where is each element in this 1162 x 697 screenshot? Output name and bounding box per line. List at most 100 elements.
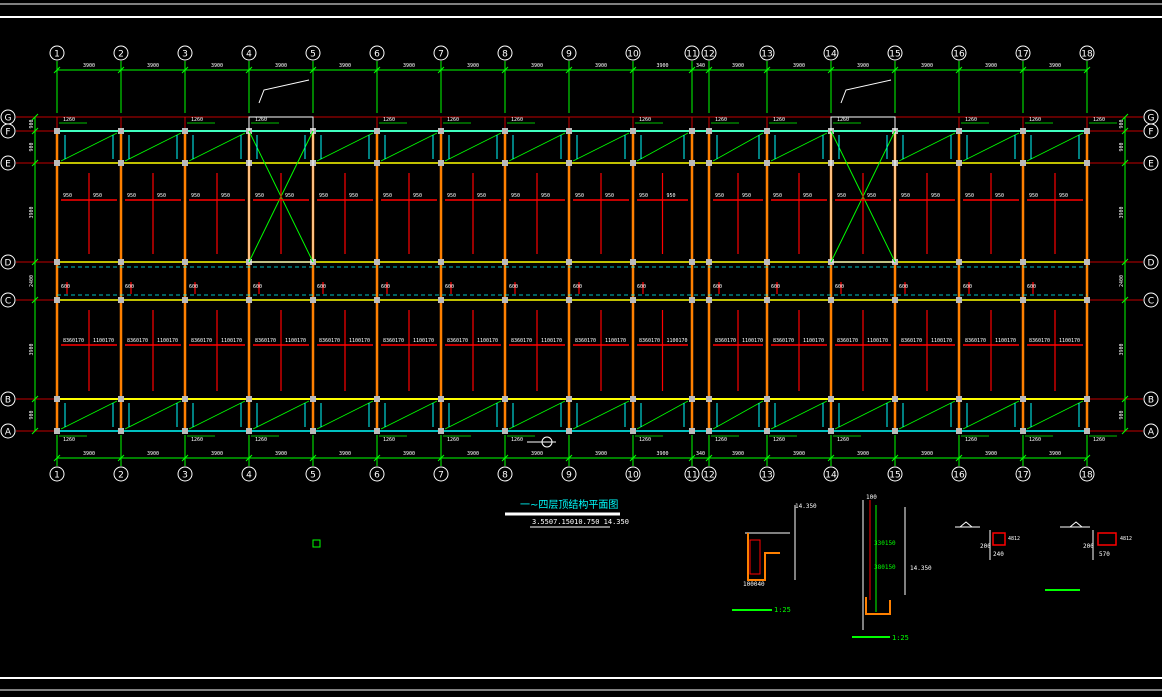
column-bubble	[433, 466, 449, 482]
row-label: G	[5, 114, 12, 124]
row-label: B	[1148, 396, 1154, 406]
dim-tick	[309, 66, 317, 74]
column-post	[54, 396, 60, 402]
span-dim: 3900	[921, 451, 933, 457]
column-post	[764, 428, 770, 434]
balcony-hatch	[60, 132, 118, 162]
span-dim: 3900	[339, 451, 351, 457]
column-post	[1020, 160, 1026, 166]
column-post	[764, 259, 770, 265]
balcony-dim: 1260	[63, 117, 75, 123]
column-post	[764, 128, 770, 134]
span-dim: 340	[696, 451, 705, 457]
column-post	[438, 396, 444, 402]
column-post	[956, 259, 962, 265]
dim-tick	[688, 454, 696, 462]
dim-tick	[373, 66, 381, 74]
column-post	[1020, 297, 1026, 303]
column-label: 2	[118, 471, 124, 481]
column-label: 17	[1017, 471, 1028, 481]
dim-tick	[245, 66, 253, 74]
column-post	[118, 428, 124, 434]
span-dim: 3900	[467, 63, 479, 69]
column-post	[956, 297, 962, 303]
column-post	[566, 259, 572, 265]
column-post	[1020, 259, 1026, 265]
column-post	[706, 396, 712, 402]
slab-label: 1100170	[931, 338, 952, 344]
column-bubble	[701, 45, 717, 61]
dim-tick	[1083, 454, 1091, 462]
column-bubble	[305, 466, 321, 482]
span-dim: 3900	[1049, 451, 1061, 457]
column-post	[438, 128, 444, 134]
slab-label: 950	[931, 193, 940, 199]
span-dim: 3900	[211, 451, 223, 457]
span-dim: 3900	[211, 63, 223, 69]
dim-tick	[1121, 258, 1129, 266]
column-bubble	[625, 45, 641, 61]
row-label: C	[1148, 297, 1154, 307]
slab-label: 950	[995, 193, 1004, 199]
slab-label: 950	[541, 193, 550, 199]
slab-label: 950	[803, 193, 812, 199]
slab-label: 8360170	[511, 338, 532, 344]
slab-label: 1100170	[285, 338, 306, 344]
column-post	[374, 428, 380, 434]
balcony-hatch	[444, 132, 502, 162]
dim-tick	[1121, 395, 1129, 403]
row-bubble	[0, 254, 16, 270]
balcony-hatch	[124, 132, 182, 162]
row-label: G	[1148, 114, 1155, 124]
balcony-hatch	[60, 400, 118, 430]
column-bubble	[49, 45, 65, 61]
balcony-hatch	[636, 400, 689, 430]
span-dim: 3900	[985, 451, 997, 457]
span-dim: 3900	[403, 451, 415, 457]
column-bubble	[1079, 45, 1095, 61]
column-post	[54, 259, 60, 265]
column-post	[374, 297, 380, 303]
column-bubble	[113, 466, 129, 482]
dim-tick	[181, 454, 189, 462]
column-post	[764, 396, 770, 402]
column-bubble	[684, 45, 700, 61]
column-label: 8	[502, 471, 508, 481]
column-label: 12	[703, 50, 714, 60]
span-dim: 3900	[595, 451, 607, 457]
column-bubble	[497, 466, 513, 482]
row-dim: 900	[29, 119, 35, 128]
column-bubble	[305, 45, 321, 61]
row-dim: 900	[1119, 142, 1125, 151]
column-bubble	[823, 45, 839, 61]
column-label: 8	[502, 50, 508, 60]
balcony-hatch	[636, 132, 689, 162]
slab-label: 950	[742, 193, 751, 199]
dim-tick	[705, 454, 713, 462]
column-post	[182, 396, 188, 402]
column-label: 18	[1081, 471, 1093, 481]
column-post	[566, 160, 572, 166]
column-post	[1084, 297, 1090, 303]
slab-label: 1100170	[93, 338, 114, 344]
balcony-dim: 1260	[1093, 117, 1105, 123]
column-post	[566, 396, 572, 402]
column-post	[502, 396, 508, 402]
row-dim: 900	[1119, 119, 1125, 128]
balcony-hatch	[962, 132, 1020, 162]
dim-tick	[705, 66, 713, 74]
row-dim: 3900	[29, 206, 35, 218]
slab-label: 1100170	[1059, 338, 1080, 344]
balcony-hatch	[316, 132, 374, 162]
drawing-title: 一~四层顶结构平面图	[520, 498, 618, 511]
dim-tick	[629, 454, 637, 462]
detail-2-elev: 14.350	[910, 565, 932, 572]
column-post	[502, 259, 508, 265]
slab-label: 600	[835, 284, 844, 290]
column-bubble	[1079, 466, 1095, 482]
balcony-hatch	[316, 400, 374, 430]
column-post	[956, 128, 962, 134]
slab-label: 8360170	[255, 338, 276, 344]
dim-tick	[891, 454, 899, 462]
balcony-dim: 1260	[511, 117, 523, 123]
